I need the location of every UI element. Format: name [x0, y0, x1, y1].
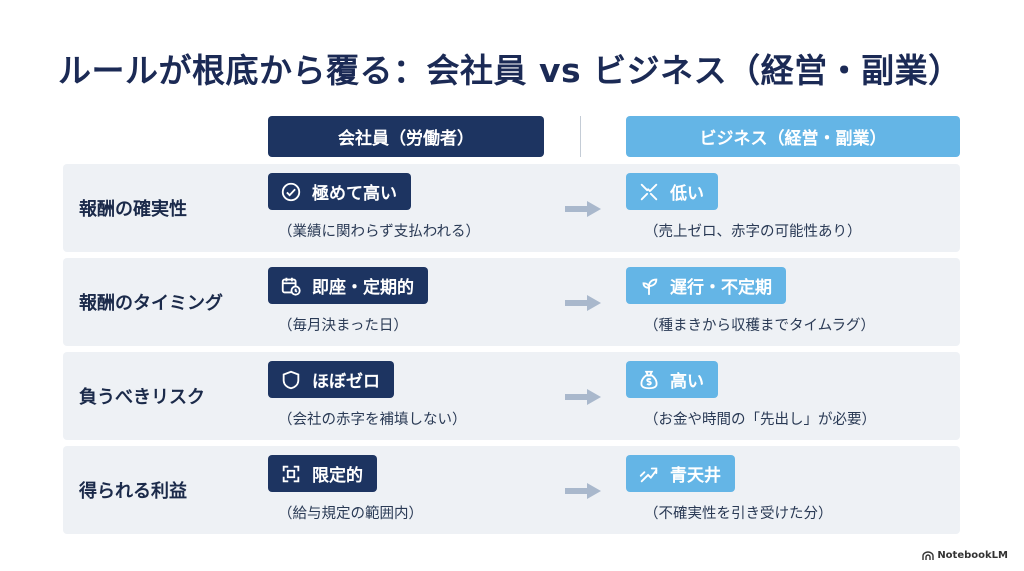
row-label: 得られる利益 — [79, 481, 187, 502]
business-badge: 青天井 — [626, 455, 735, 492]
business-note: （お金や時間の「先出し」が必要） — [644, 412, 876, 428]
badge-label: 低い — [670, 184, 704, 204]
badge-label: 青天井 — [670, 466, 721, 486]
employee-badge: 即座・定期的 — [268, 267, 428, 304]
employee-note: （毎月決まった日） — [278, 318, 408, 334]
notebooklm-brand: NotebookLM — [922, 550, 1008, 561]
employee-note: （給与規定の範囲内） — [278, 506, 423, 522]
row-label: 負うべきリスク — [79, 387, 205, 408]
check-circle-icon — [280, 181, 302, 203]
comparison-row-profit: 得られる利益 限定的 （給与規定の範囲内） 青天井 （不確実性を引き受けた分） — [63, 446, 960, 534]
column-header-business: ビジネス（経営・副業） — [626, 116, 960, 157]
comparison-row-timing: 報酬のタイミング 即座・定期的 （毎月決まった日） 遅行・不定期 （種まきから収… — [63, 258, 960, 346]
badge-label: ほぼゼロ — [312, 372, 380, 392]
business-note: （不確実性を引き受けた分） — [644, 506, 833, 522]
business-badge: 低い — [626, 173, 718, 210]
employee-note: （会社の赤字を補填しない） — [278, 412, 467, 428]
employee-badge: 極めて高い — [268, 173, 411, 210]
business-note: （売上ゼロ、赤字の可能性あり） — [644, 224, 862, 240]
employee-badge: ほぼゼロ — [268, 361, 394, 398]
broken-line-icon — [638, 181, 660, 203]
badge-label: 即座・定期的 — [312, 278, 414, 298]
page-title: ルールが根底から覆る：会社員 vs ビジネス（経営・副業） — [58, 51, 962, 90]
frame-icon — [280, 463, 302, 485]
badge-label: 限定的 — [312, 466, 363, 486]
comparison-row-risk: 負うべきリスク ほぼゼロ （会社の赤字を補填しない） 高い （お金や時間の「先出… — [63, 352, 960, 440]
badge-label: 遅行・不定期 — [670, 278, 772, 298]
sprout-icon — [638, 275, 660, 297]
column-divider — [580, 116, 581, 157]
badge-label: 極めて高い — [312, 184, 397, 204]
arrow-right-icon — [565, 483, 601, 499]
rising-arrow-icon — [638, 463, 660, 485]
badge-label: 高い — [670, 372, 704, 392]
column-header-employee: 会社員（労働者） — [268, 116, 544, 157]
business-note: （種まきから収穫までタイムラグ） — [644, 318, 875, 334]
brand-label: NotebookLM — [937, 550, 1008, 561]
business-badge: 高い — [626, 361, 718, 398]
arrow-right-icon — [565, 201, 601, 217]
row-label: 報酬のタイミング — [79, 293, 223, 314]
comparison-row-certainty: 報酬の確実性 極めて高い （業績に関わらず支払われる） 低い （売上ゼロ、赤字の… — [63, 164, 960, 252]
notebooklm-logo-icon — [922, 550, 935, 560]
employee-badge: 限定的 — [268, 455, 377, 492]
business-badge: 遅行・不定期 — [626, 267, 786, 304]
row-label: 報酬の確実性 — [79, 199, 187, 220]
arrow-right-icon — [565, 295, 601, 311]
arrow-right-icon — [565, 389, 601, 405]
calendar-clock-icon — [280, 275, 302, 297]
shield-icon — [280, 369, 302, 391]
money-bag-icon — [638, 369, 660, 391]
employee-note: （業績に関わらず支払われる） — [278, 224, 480, 240]
